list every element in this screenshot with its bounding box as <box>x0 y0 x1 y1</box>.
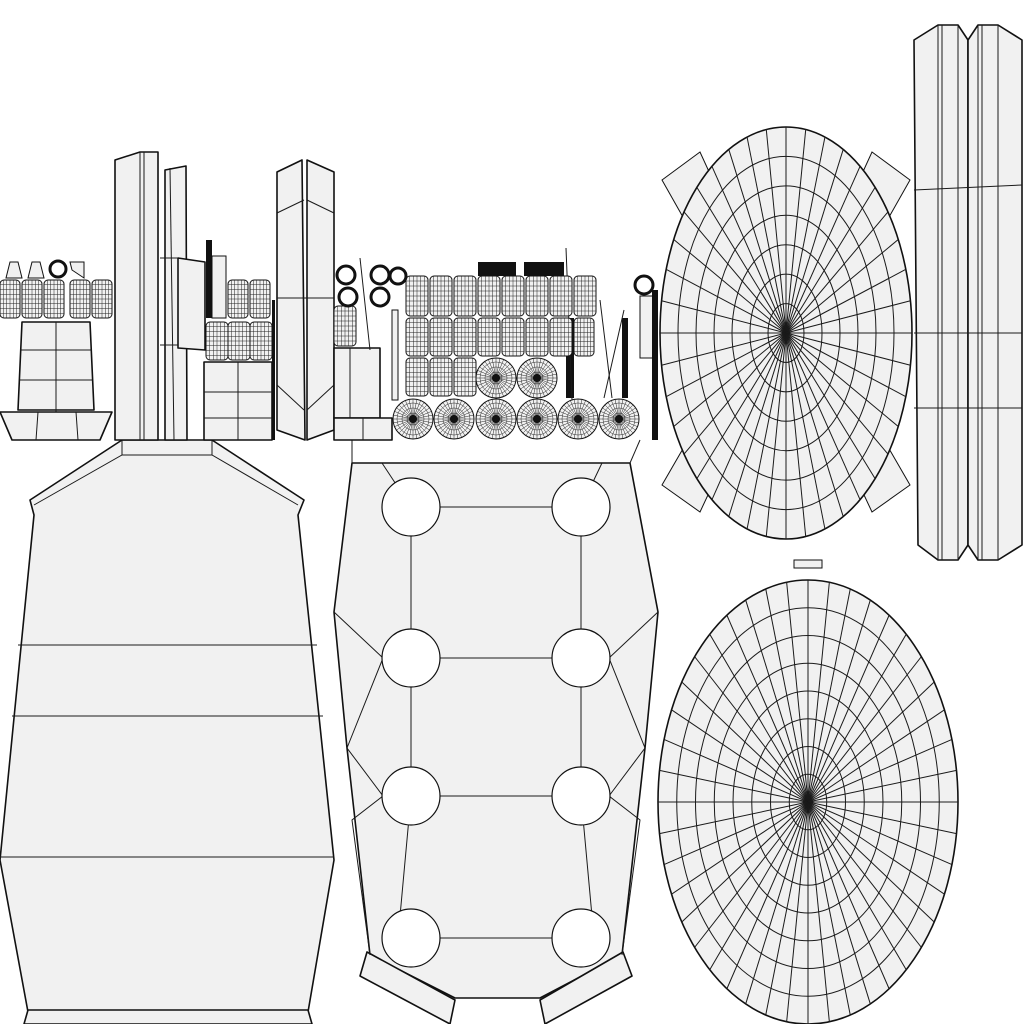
tall-strip-islands <box>114 151 335 441</box>
cutout-circle <box>381 628 441 688</box>
cutout-circle <box>551 628 611 688</box>
grid-patch <box>43 279 65 319</box>
grid-patch <box>205 321 229 361</box>
rosette <box>516 357 558 399</box>
grid-patch <box>227 279 249 319</box>
grid-patch <box>549 275 573 317</box>
far-right-strips <box>913 24 1023 561</box>
cutout-circle <box>381 908 441 968</box>
rosette <box>433 398 475 440</box>
grid-patch <box>0 279 21 319</box>
grid-patch <box>21 279 43 319</box>
grid-patch <box>477 317 501 357</box>
grid-patch <box>249 321 273 361</box>
grid-patch <box>405 357 429 397</box>
grid-patch <box>405 275 429 317</box>
grid-patch <box>573 275 597 317</box>
rosette <box>475 398 517 440</box>
grid-patch <box>249 279 271 319</box>
ring-part <box>369 264 391 286</box>
small-parts-left <box>0 240 275 441</box>
ring-part <box>48 259 68 279</box>
ring-parts <box>48 259 655 308</box>
rosette <box>557 398 599 440</box>
grid-patch <box>227 321 251 361</box>
rosette-parts <box>392 357 640 440</box>
grid-patch <box>333 305 357 347</box>
grid-patch <box>429 275 453 317</box>
grid-patch <box>405 317 429 357</box>
grid-patch <box>429 357 453 397</box>
grid-patch <box>573 317 595 357</box>
center-body-shell <box>333 439 659 1024</box>
ring-part <box>337 286 359 308</box>
grid-patch <box>453 275 477 317</box>
grid-patch <box>453 357 477 397</box>
cutout-circle <box>551 766 611 826</box>
grid-patch <box>69 279 91 319</box>
grid-patch <box>549 317 573 357</box>
grid-patches <box>0 275 597 397</box>
cutout-circle <box>381 477 441 537</box>
ring-part <box>369 286 391 308</box>
cutout-circle <box>551 477 611 537</box>
grid-patch <box>525 317 549 357</box>
ring-part <box>633 274 655 296</box>
grid-patch <box>91 279 113 319</box>
grid-patch <box>477 275 501 317</box>
ring-part <box>335 264 357 286</box>
left-body-shell <box>0 439 335 1024</box>
grid-patch <box>501 317 525 357</box>
top-radial-disc <box>659 126 913 540</box>
rosette <box>516 398 558 440</box>
bottom-radial-disc <box>657 559 959 1024</box>
cutout-circle <box>551 908 611 968</box>
ring-part <box>388 266 408 286</box>
grid-patch <box>429 317 453 357</box>
grid-patch <box>453 317 477 357</box>
rosette <box>598 398 640 440</box>
rosette <box>392 398 434 440</box>
rosette <box>475 357 517 399</box>
small-parts-center <box>333 247 658 441</box>
cutout-circle <box>381 766 441 826</box>
grid-patch <box>501 275 525 317</box>
grid-patch <box>525 275 549 317</box>
